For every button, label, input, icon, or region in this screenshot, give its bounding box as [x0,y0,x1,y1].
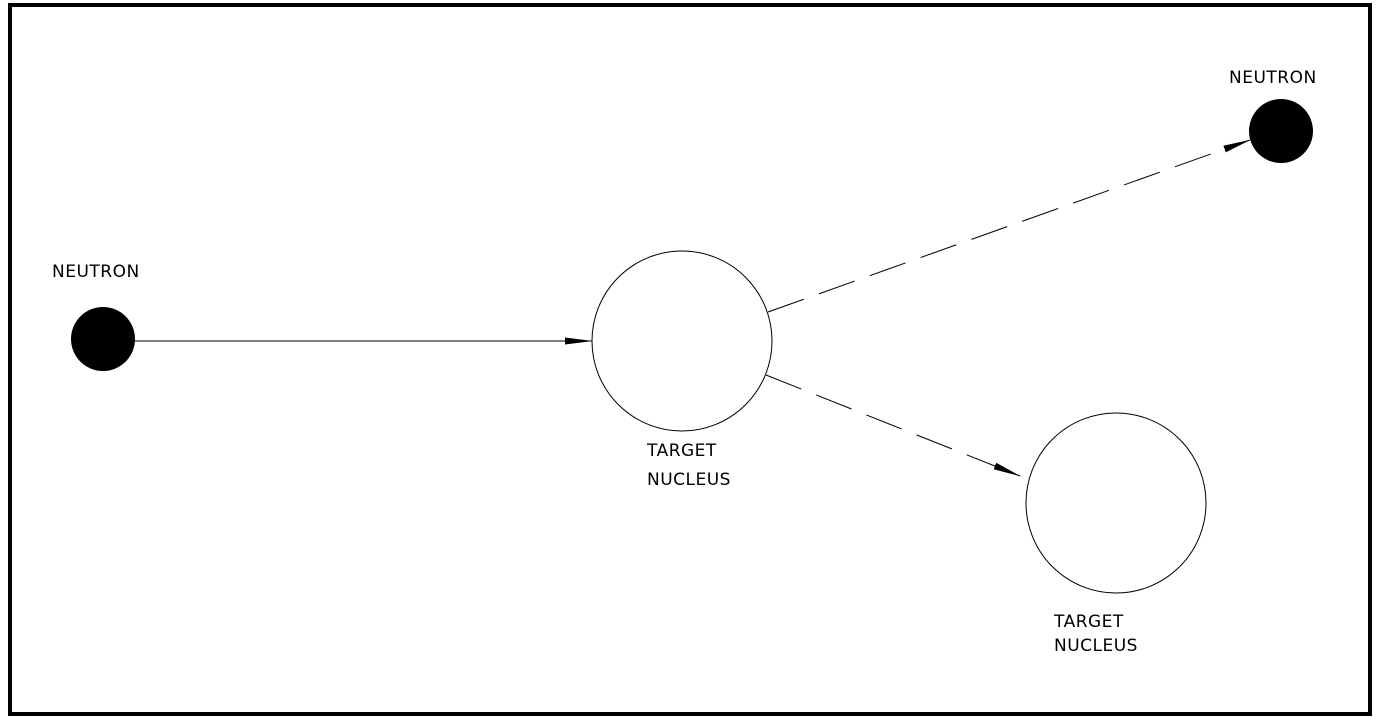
incoming-neutron-label: NEUTRON [52,262,140,282]
target-nucleus-recoil [1025,412,1207,594]
scattered-neutron-path-arrow [767,139,1251,313]
target-recoil-label-line2: NUCLEUS [1054,636,1138,656]
incoming-neutron [71,307,135,371]
target-initial-label-line1: TARGET [646,441,717,461]
target-recoil-label-line1: TARGET [1053,612,1124,632]
frame-border [8,3,1372,716]
target-nucleus-initial [591,250,773,432]
scattered-neutron-label: NEUTRON [1229,68,1317,88]
scattered-neutron [1249,99,1313,163]
target-initial-label-line2: NUCLEUS [647,470,731,490]
recoil-nucleus-path-arrow [765,374,1021,477]
